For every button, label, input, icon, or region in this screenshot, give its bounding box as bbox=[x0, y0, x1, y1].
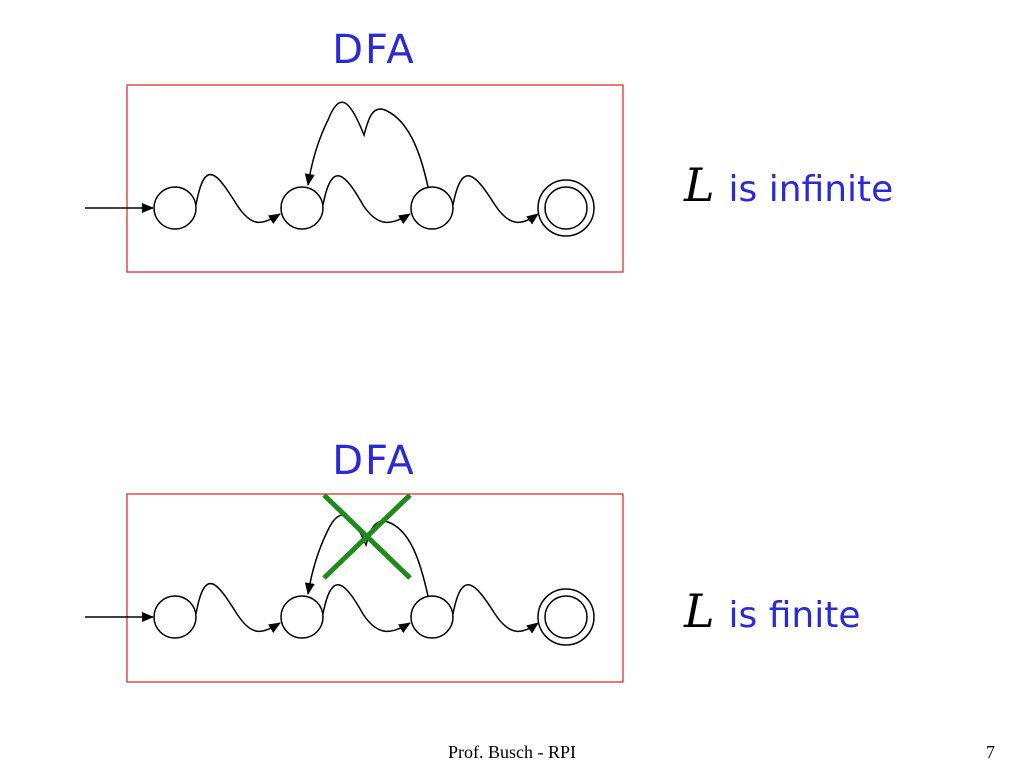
dfa-title: DFA bbox=[332, 438, 416, 484]
cross-out-icon bbox=[322, 493, 412, 580]
transition-path-2 bbox=[322, 175, 411, 225]
state-loop-end bbox=[410, 186, 454, 230]
footer-credit: Prof. Busch - RPI bbox=[447, 742, 576, 762]
page-number: 7 bbox=[986, 742, 995, 762]
dfa-top bbox=[85, 84, 624, 273]
language-symbol: L bbox=[684, 158, 715, 212]
language-description: is infinite bbox=[728, 169, 894, 210]
transition-path-1 bbox=[195, 582, 281, 634]
transition-path-1 bbox=[195, 173, 281, 225]
language-symbol: L bbox=[684, 584, 715, 638]
state-loop-start bbox=[280, 186, 324, 230]
state-accept-outer bbox=[537, 588, 595, 646]
state-initial bbox=[153, 186, 197, 230]
transition-path-3 bbox=[452, 584, 539, 634]
language-description: is finite bbox=[728, 595, 861, 636]
loop-path bbox=[304, 514, 429, 597]
state-accept-outer bbox=[537, 179, 595, 237]
state-accept-inner bbox=[544, 595, 588, 639]
state-accept-inner bbox=[544, 186, 588, 230]
loop-path bbox=[304, 101, 429, 188]
state-loop-start bbox=[280, 595, 324, 639]
dfa-box bbox=[126, 84, 624, 273]
state-loop-end bbox=[410, 595, 454, 639]
dfa-box bbox=[126, 493, 624, 683]
dfa-bottom bbox=[85, 493, 624, 683]
transition-path-3 bbox=[452, 175, 539, 225]
dfa-title: DFA bbox=[332, 27, 416, 73]
transition-path-2 bbox=[322, 584, 411, 634]
state-initial bbox=[153, 595, 197, 639]
